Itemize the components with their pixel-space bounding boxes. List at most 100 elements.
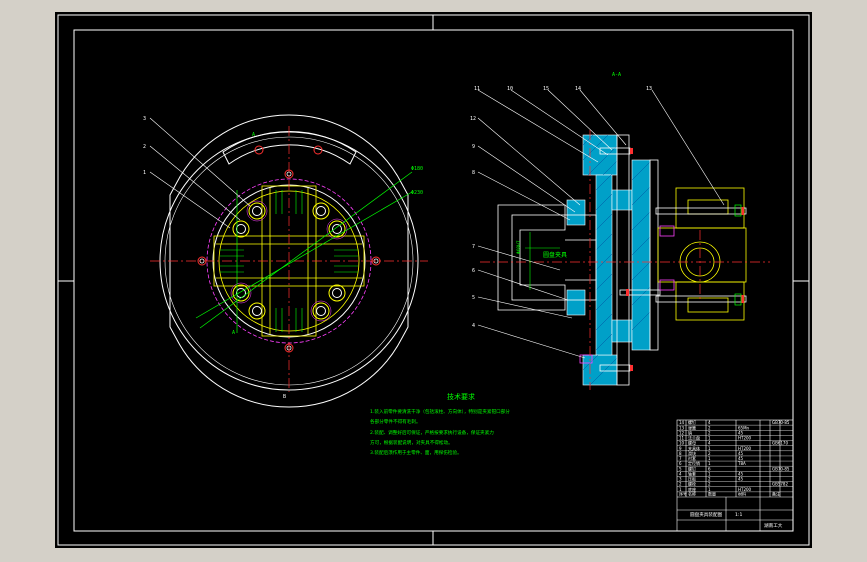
parts-cell: 8	[679, 451, 682, 456]
parts-cell: GB6170	[772, 441, 788, 446]
parts-cell: 11	[679, 436, 685, 441]
parts-cell: 14	[679, 420, 685, 425]
parts-cell: 45	[738, 456, 744, 461]
section-view	[477, 89, 770, 390]
front-centerlines	[150, 126, 428, 392]
front-top-slot	[222, 130, 357, 165]
parts-cell: T8A	[737, 461, 746, 466]
section-bolts	[599, 147, 747, 372]
front-bolt-heads	[230, 200, 348, 322]
parts-cell: 4	[708, 441, 711, 446]
parts-header-cell: 材料	[738, 491, 746, 497]
callout-14: 14	[575, 86, 581, 92]
title-block	[676, 419, 794, 532]
front-leaders	[149, 117, 251, 229]
parts-header-cell: 名称	[688, 491, 696, 497]
section-centerlines	[480, 130, 770, 390]
parts-cell: HT200	[738, 487, 752, 492]
parts-cell: 4	[708, 420, 711, 425]
parts-cell: 2	[708, 482, 711, 487]
parts-cell: 9	[679, 446, 682, 451]
callout-6: 6	[472, 268, 475, 274]
parts-cell: 1	[708, 471, 711, 476]
parts-cell: 定位销	[688, 460, 700, 466]
front-dim-phi230: Φ230	[411, 190, 423, 196]
parts-cell: 1	[708, 436, 711, 441]
parts-cell: 4	[679, 471, 682, 476]
front-jaw-marks	[220, 190, 358, 332]
parts-cell: GB70-85	[772, 420, 790, 425]
parts-cell: 2	[708, 451, 711, 456]
parts-cell: 12	[679, 430, 685, 435]
section-view-label: A-A	[612, 72, 621, 78]
callout-10: 10	[507, 86, 513, 92]
parts-cell: 45	[738, 451, 744, 456]
front-flange-outline	[169, 114, 409, 408]
section-body-outline	[497, 134, 659, 386]
front-callout-1: 1	[143, 170, 146, 176]
callout-4: 4	[472, 323, 475, 329]
section-bolt-ends	[626, 148, 744, 371]
parts-cell: 螺母	[688, 440, 696, 446]
callout-8: 8	[472, 170, 475, 176]
parts-cell: 45	[738, 430, 744, 435]
parts-cell: 压板	[688, 476, 696, 482]
parts-cell: 螺钉	[688, 419, 696, 425]
parts-cell: 65Mn	[738, 425, 750, 430]
parts-cell: 螺钉	[688, 465, 696, 471]
parts-cell: 2	[708, 477, 711, 482]
parts-cell: 7	[679, 456, 682, 461]
section-hatch-lines	[582, 134, 651, 386]
parts-cell: 3	[679, 477, 682, 482]
requirements-title: 技术要求	[447, 392, 475, 401]
parts-cell: 1	[679, 487, 682, 492]
parts-cell: 1	[708, 461, 711, 466]
section-dim-label: Φ60H7	[516, 240, 522, 254]
title-block-drawing-name: 圆盘夹具装配图	[690, 511, 723, 518]
parts-header-cell: 备注	[772, 491, 780, 497]
requirements-line-5: 3.装配后须作用于主零件、面，用探伤检验。	[370, 449, 462, 456]
front-view	[149, 114, 428, 408]
front-dimension-lines	[195, 171, 413, 333]
parts-cell: 1	[708, 487, 711, 492]
callout-9: 9	[472, 144, 475, 150]
parts-header-cell: 数量	[708, 491, 716, 497]
parts-cell: HT200	[738, 436, 752, 441]
parts-cell: 1	[708, 456, 711, 461]
parts-cell: HT200	[738, 446, 752, 451]
parts-cell: 底座	[688, 486, 696, 492]
callout-12: 12	[470, 116, 476, 122]
parts-cell: 夹具体	[688, 445, 700, 451]
parts-cell: 螺栓	[688, 481, 696, 487]
parts-cell: 滑块	[688, 450, 696, 456]
parts-cell: 45	[738, 477, 744, 482]
requirements-line-3: 2.装配、调整好后可保证，严格按要求执行设备，保证夹紧力	[370, 429, 494, 436]
parts-cell: 13	[679, 425, 685, 430]
front-callout-2: 2	[143, 144, 146, 150]
front-dim-phi180: Φ180	[411, 166, 423, 172]
section-dim-lines	[525, 232, 560, 290]
parts-cell: 轴套	[688, 470, 696, 476]
section-leaders	[477, 89, 725, 359]
parts-cell: 6	[708, 466, 711, 471]
section-center-label: 圆盘夹具	[543, 251, 567, 259]
callout-11: 11	[474, 86, 480, 92]
section-mark-left: A	[232, 330, 235, 336]
front-callout-3: 3	[143, 116, 146, 122]
parts-cell: 2	[708, 425, 711, 430]
section-mark-top: A	[252, 132, 255, 138]
parts-cell: 法兰盘	[688, 435, 700, 441]
section-mark-bottom: B	[283, 394, 286, 400]
parts-cell: GB70-85	[772, 466, 790, 471]
parts-cell: 45	[738, 471, 744, 476]
parts-cell: 销	[688, 429, 692, 435]
callout-5: 5	[472, 295, 475, 301]
callout-13: 13	[646, 86, 652, 92]
parts-cell: 1	[708, 446, 711, 451]
parts-cell: 5	[679, 466, 682, 471]
parts-cell: 6	[679, 461, 682, 466]
requirements-line-1: 1.装入前零件要清洗干净（包括滚柱、方向体），特别是夹紧钳口部分	[370, 408, 510, 415]
parts-cell: 衬套	[688, 455, 696, 461]
